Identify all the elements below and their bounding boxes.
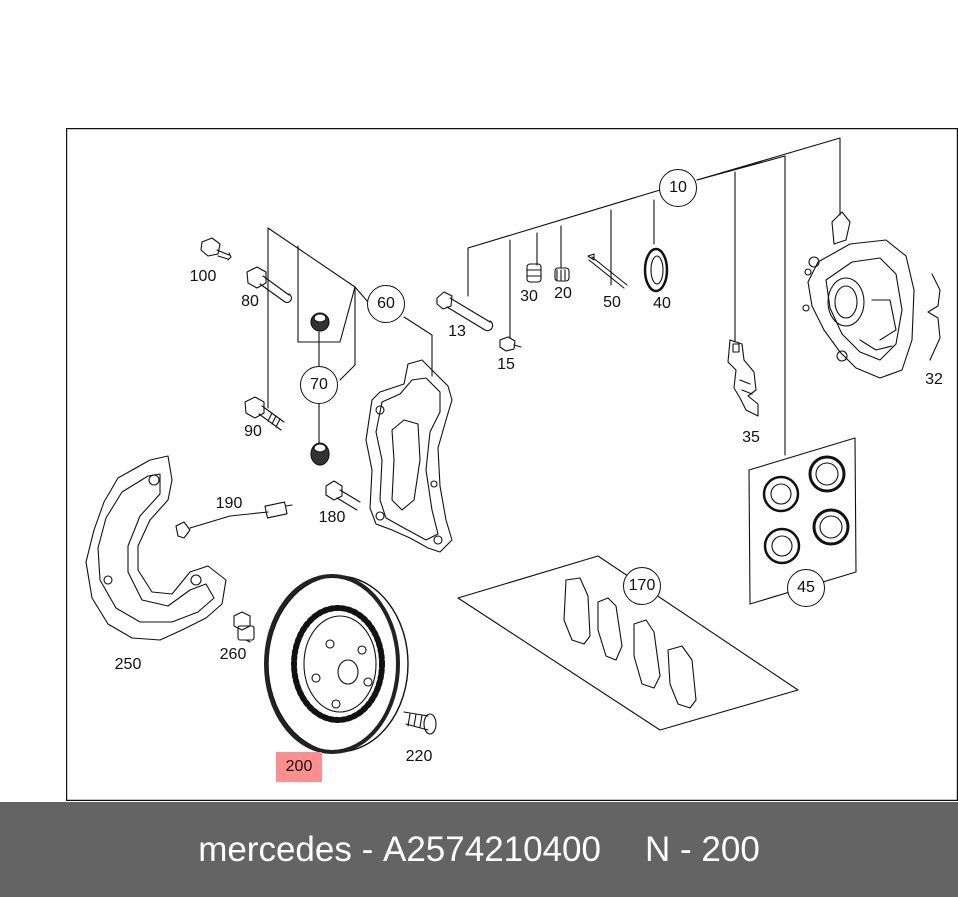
caliper-housing — [802, 211, 915, 379]
sleeve-70a — [310, 312, 330, 332]
sleeve-70b — [310, 442, 330, 466]
bolt-80 — [246, 266, 293, 304]
dust-shield-250 — [85, 455, 227, 641]
label-190: 190 — [215, 495, 243, 512]
exploded-view-drawing — [66, 128, 958, 801]
screw-220 — [403, 711, 437, 735]
callout-45: 45 — [787, 569, 825, 607]
screw-15 — [499, 336, 522, 352]
callout-170: 170 — [623, 567, 661, 605]
brand-separator: - — [361, 829, 374, 869]
cap-20 — [554, 267, 570, 282]
diagram-frame — [66, 128, 958, 801]
brake-disc-200 — [264, 574, 409, 754]
caliper-bracket-60 — [365, 359, 453, 553]
label-80: 80 — [241, 293, 259, 310]
position-value: 200 — [701, 829, 760, 869]
seal-40 — [643, 247, 669, 293]
guide-pin-50 — [587, 253, 628, 289]
label-50: 50 — [603, 294, 621, 311]
bolt-100 — [200, 237, 232, 261]
leader-lines-60 — [267, 227, 433, 446]
cap-30 — [526, 263, 542, 283]
leader-lines-10 — [467, 137, 841, 456]
callout-10: 10 — [659, 169, 697, 207]
spring-clip-32 — [927, 273, 941, 361]
part-number: A2574210400 — [382, 829, 601, 869]
bolt-13 — [436, 291, 494, 332]
brand-text: mercedes — [198, 829, 352, 869]
wear-sensor-190 — [175, 501, 293, 539]
bolt-90 — [244, 396, 285, 431]
label-220: 220 — [405, 748, 433, 765]
anti-rattle-clip-35 — [727, 339, 759, 417]
label-30: 30 — [520, 288, 538, 305]
label-13: 13 — [448, 323, 466, 340]
highlighted-part-label-200[interactable]: 200 — [276, 752, 322, 782]
position-prefix: N — [644, 829, 671, 869]
label-15: 15 — [497, 356, 515, 373]
label-250: 250 — [114, 656, 142, 673]
label-180: 180 — [318, 509, 346, 526]
label-20: 20 — [554, 285, 572, 302]
callout-60: 60 — [367, 285, 405, 323]
position-separator: - — [680, 829, 692, 869]
brake-pads-170 — [457, 555, 799, 731]
label-32: 32 — [925, 371, 943, 388]
label-100: 100 — [189, 268, 217, 285]
label-35: 35 — [742, 429, 760, 446]
label-90: 90 — [244, 423, 262, 440]
callout-70: 70 — [300, 366, 338, 404]
label-260: 260 — [219, 646, 247, 663]
bolt-260 — [233, 611, 255, 643]
label-40: 40 — [653, 295, 671, 312]
seal-kit-45 — [748, 437, 857, 605]
footer-bar: mercedes - A2574210400 N - 200 — [0, 802, 958, 897]
bolt-180 — [325, 480, 361, 511]
